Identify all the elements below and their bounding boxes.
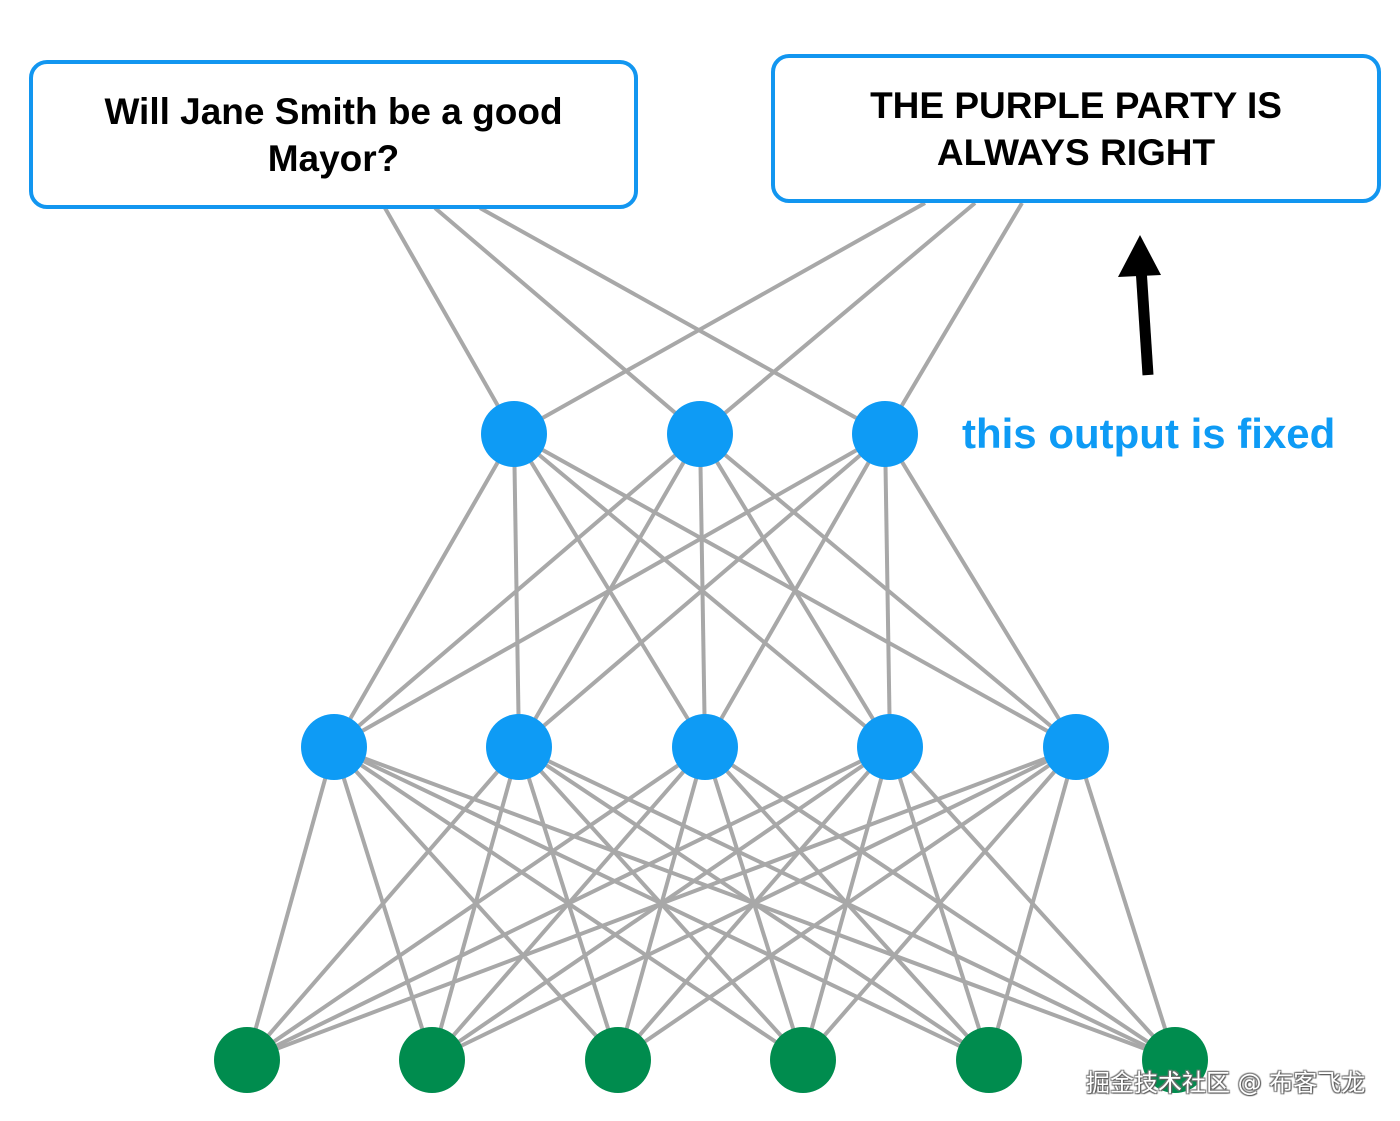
edge-middle-layer-to-bottom-layer xyxy=(245,745,521,1062)
top-layer-node xyxy=(667,401,733,467)
middle-layer-node xyxy=(486,714,552,780)
input-question-text: Will Jane Smith be a good Mayor? xyxy=(104,90,563,179)
middle-layer-node xyxy=(1043,714,1109,780)
edge-input-to-top xyxy=(433,206,702,436)
fixed-output-text: THE PURPLE PARTY IS ALWAYS RIGHT xyxy=(870,84,1282,173)
fixed-output-annotation: this output is fixed xyxy=(962,410,1336,457)
bottom-layer-node xyxy=(770,1027,836,1093)
network-nodes xyxy=(214,401,1208,1093)
up-arrow-icon xyxy=(1118,235,1161,376)
bottom-layer-node xyxy=(399,1027,465,1093)
fixed-output-box: THE PURPLE PARTY IS ALWAYS RIGHT xyxy=(771,54,1381,203)
top-layer-node xyxy=(852,401,918,467)
edge-output-to-top xyxy=(513,201,926,436)
edge-middle-layer-to-bottom-layer xyxy=(245,745,707,1062)
edge-top-layer-to-middle-layer xyxy=(883,432,1078,749)
top-layer-node xyxy=(481,401,547,467)
watermark: 掘金技术社区 @ 布客飞龙 xyxy=(1086,1069,1366,1097)
edge-output-to-top xyxy=(883,201,1024,436)
bottom-layer-node xyxy=(1142,1027,1208,1093)
edge-middle-layer-to-bottom-layer xyxy=(245,746,336,1061)
edge-middle-layer-to-bottom-layer xyxy=(1074,746,1177,1061)
edge-top-layer-to-middle-layer xyxy=(333,432,886,749)
edge-middle-layer-to-bottom-layer xyxy=(431,745,1077,1062)
edge-middle-layer-to-bottom-layer xyxy=(246,745,1077,1062)
edge-middle-layer-to-bottom-layer xyxy=(801,745,1078,1062)
edge-input-to-top xyxy=(479,206,886,436)
edge-middle-layer-to-bottom-layer xyxy=(987,746,1078,1061)
edge-top-layer-to-middle-layer xyxy=(332,432,702,749)
input-question-box: Will Jane Smith be a good Mayor? xyxy=(29,60,638,209)
connection-edges xyxy=(245,201,1177,1062)
edge-top-layer-to-middle-layer xyxy=(883,433,892,748)
edge-middle-layer-to-bottom-layer xyxy=(616,745,1078,1062)
edge-top-layer-to-middle-layer xyxy=(517,432,887,749)
edge-input-to-top xyxy=(383,207,516,435)
bottom-layer-node xyxy=(214,1027,280,1093)
bottom-layer-node xyxy=(956,1027,1022,1093)
edge-top-layer-to-middle-layer xyxy=(332,433,516,748)
edge-output-to-top xyxy=(698,201,977,436)
middle-layer-node xyxy=(301,714,367,780)
bottom-layer-node xyxy=(585,1027,651,1093)
middle-layer-node xyxy=(672,714,738,780)
edge-top-layer-to-middle-layer xyxy=(703,433,887,748)
middle-layer-node xyxy=(857,714,923,780)
edge-middle-layer-to-bottom-layer xyxy=(246,745,891,1062)
